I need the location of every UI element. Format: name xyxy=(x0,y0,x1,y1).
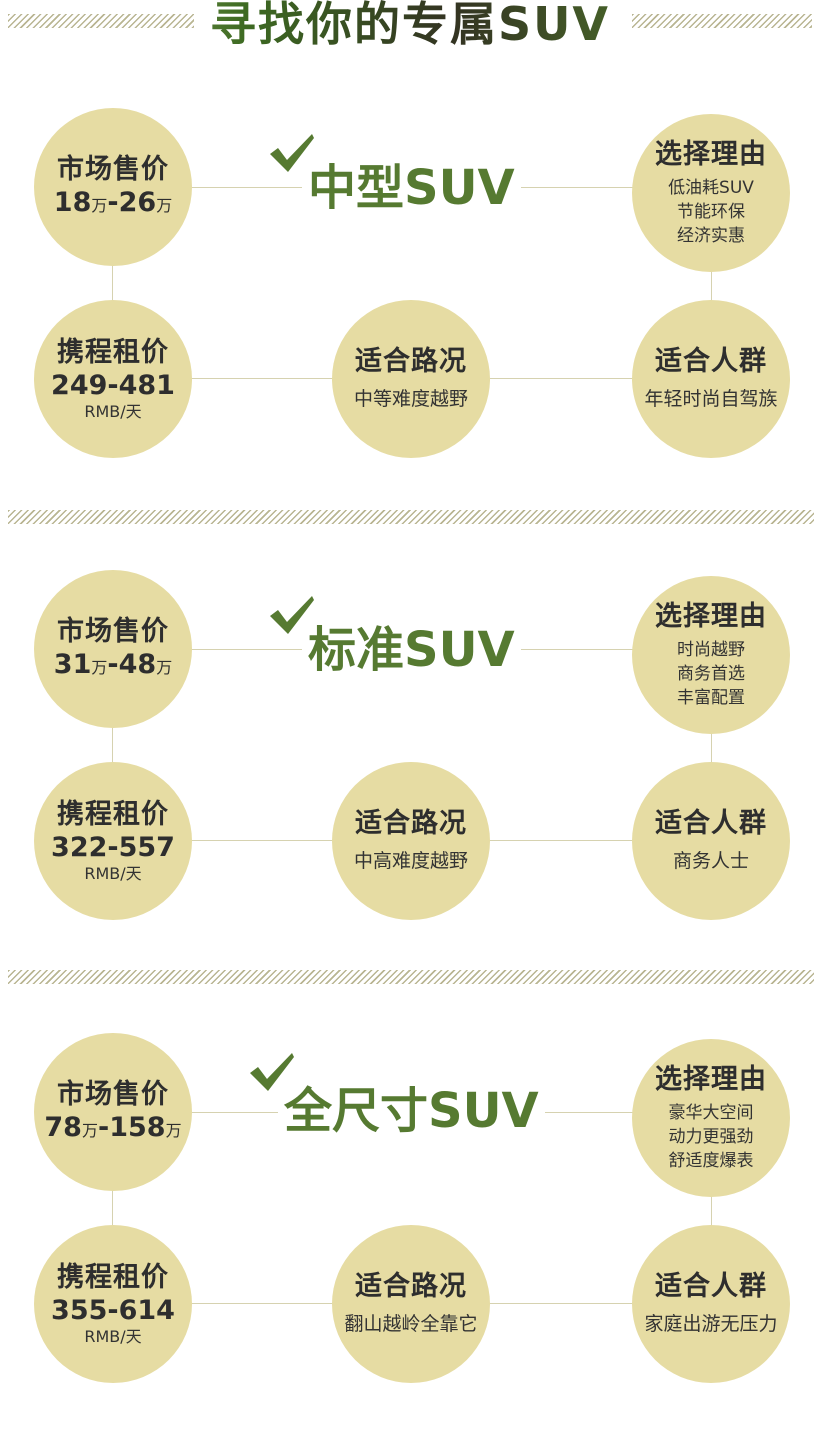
road-value: 中高难度越野 xyxy=(353,850,468,872)
crowd-circle: 适合人群 家庭出游无压力 xyxy=(632,1225,790,1383)
reason-circle: 选择理由 低油耗SUV 节能环保 经济实惠 xyxy=(632,114,790,272)
connector-line xyxy=(711,649,712,841)
reason-label: 选择理由 xyxy=(655,601,767,632)
road-value: 中等难度越野 xyxy=(353,388,468,410)
road-label: 适合路况 xyxy=(355,808,467,839)
road-circle: 适合路况 中高难度越野 xyxy=(332,762,490,920)
price-label: 市场售价 xyxy=(57,153,169,185)
reason-line: 动力更强劲 xyxy=(668,1127,754,1147)
price-range: 31万-48万 xyxy=(53,648,173,680)
connector-line xyxy=(711,187,712,379)
crowd-label: 适合人群 xyxy=(655,1271,767,1302)
section-divider xyxy=(8,510,814,524)
suv-section-midsize: 中型SUV 市场售价 18万-26万 选择理由 低油耗SUV 节能环保 经济实惠… xyxy=(0,108,820,468)
reason-label: 选择理由 xyxy=(655,1064,767,1095)
checkmark-icon xyxy=(270,134,314,172)
checkmark-icon xyxy=(270,596,314,634)
connector-line xyxy=(711,1112,712,1304)
connector-line xyxy=(112,1112,113,1304)
reason-circle: 选择理由 时尚越野 商务首选 丰富配置 xyxy=(632,576,790,734)
connector-line xyxy=(112,187,113,379)
price-range: 78万-158万 xyxy=(44,1111,182,1143)
crowd-circle: 适合人群 年轻时尚自驾族 xyxy=(632,300,790,458)
reason-line: 经济实惠 xyxy=(677,226,745,246)
reason-circle: 选择理由 豪华大空间 动力更强劲 舒适度爆表 xyxy=(632,1039,790,1197)
reason-label: 选择理由 xyxy=(655,139,767,170)
crowd-circle: 适合人群 商务人士 xyxy=(632,762,790,920)
suv-type-title: 中型SUV xyxy=(302,160,521,216)
reason-line: 豪华大空间 xyxy=(668,1103,754,1123)
suv-section-standard: 标准SUV 市场售价 31万-48万 选择理由 时尚越野 商务首选 丰富配置 携… xyxy=(0,570,820,930)
reason-line: 丰富配置 xyxy=(677,688,745,708)
rent-unit: RMB/天 xyxy=(84,1327,142,1346)
rent-label: 携程租价 xyxy=(57,1262,169,1293)
road-label: 适合路况 xyxy=(355,346,467,377)
suv-type-title: 标准SUV xyxy=(302,622,521,678)
crowd-label: 适合人群 xyxy=(655,346,767,377)
price-range: 18万-26万 xyxy=(53,186,173,218)
rent-value: 249-481 xyxy=(51,370,175,401)
decorative-hatch-left xyxy=(8,14,194,28)
rent-value: 355-614 xyxy=(51,1295,175,1326)
crowd-value: 年轻时尚自驾族 xyxy=(644,388,778,410)
rent-value: 322-557 xyxy=(51,832,175,863)
crowd-label: 适合人群 xyxy=(655,808,767,839)
rent-label: 携程租价 xyxy=(57,799,169,830)
price-circle: 市场售价 31万-48万 xyxy=(34,570,192,728)
rent-label: 携程租价 xyxy=(57,337,169,368)
rent-circle: 携程租价 322-557 RMB/天 xyxy=(34,762,192,920)
page-title: 寻找你的专属SUV xyxy=(0,0,820,52)
reason-line: 舒适度爆表 xyxy=(668,1151,754,1171)
rent-circle: 携程租价 355-614 RMB/天 xyxy=(34,1225,192,1383)
price-circle: 市场售价 78万-158万 xyxy=(34,1033,192,1191)
decorative-hatch-right xyxy=(632,14,812,28)
suv-type-title: 全尺寸SUV xyxy=(278,1083,545,1139)
price-circle: 市场售价 18万-26万 xyxy=(34,108,192,266)
rent-circle: 携程租价 249-481 RMB/天 xyxy=(34,300,192,458)
reason-line: 商务首选 xyxy=(677,664,745,684)
road-circle: 适合路况 翻山越岭全靠它 xyxy=(332,1225,490,1383)
section-divider xyxy=(8,970,814,984)
crowd-value: 商务人士 xyxy=(672,850,749,872)
price-label: 市场售价 xyxy=(57,615,169,647)
reason-line: 低油耗SUV xyxy=(668,178,754,198)
rent-unit: RMB/天 xyxy=(84,402,142,421)
road-value: 翻山越岭全靠它 xyxy=(344,1313,478,1335)
price-label: 市场售价 xyxy=(57,1078,169,1110)
road-circle: 适合路况 中等难度越野 xyxy=(332,300,490,458)
connector-line xyxy=(112,649,113,841)
rent-unit: RMB/天 xyxy=(84,864,142,883)
checkmark-icon xyxy=(250,1053,294,1091)
road-label: 适合路况 xyxy=(355,1271,467,1302)
reason-line: 节能环保 xyxy=(677,202,745,222)
reason-line: 时尚越野 xyxy=(677,640,745,660)
crowd-value: 家庭出游无压力 xyxy=(644,1313,778,1335)
suv-section-fullsize: 全尺寸SUV 市场售价 78万-158万 选择理由 豪华大空间 动力更强劲 舒适… xyxy=(0,1033,820,1393)
